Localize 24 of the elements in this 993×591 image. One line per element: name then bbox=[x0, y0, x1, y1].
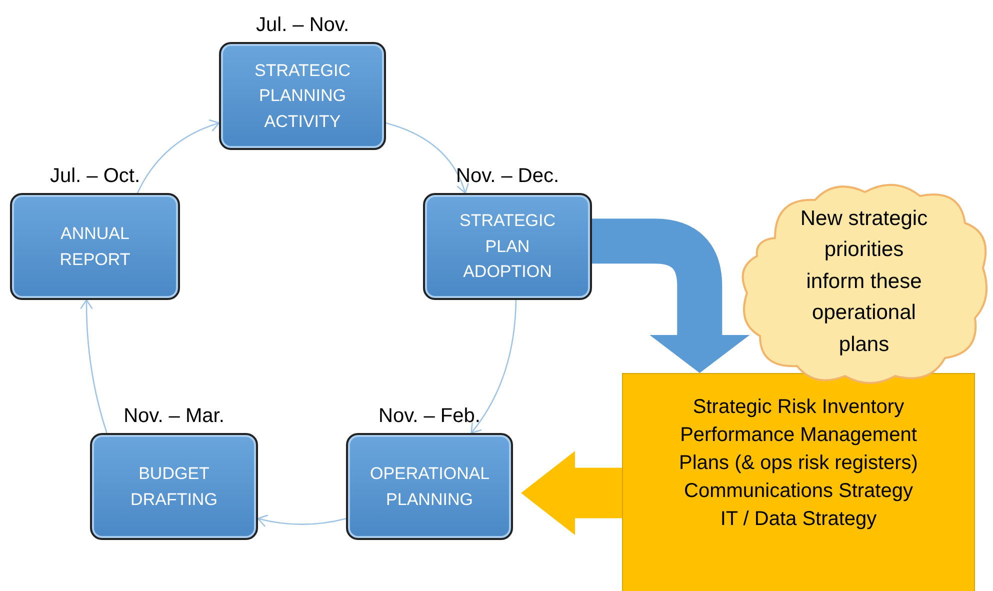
node-text: IT / Data Strategy bbox=[720, 507, 877, 532]
date-range: Jul. – Oct. bbox=[48, 164, 142, 189]
arrow bbox=[470, 300, 517, 434]
node-text: OPERATIONAL PLANNING bbox=[370, 463, 490, 510]
node-text: ANNUAL REPORT bbox=[58, 223, 132, 270]
arrow bbox=[136, 120, 220, 194]
block-arrow bbox=[592, 218, 750, 373]
arrow bbox=[257, 514, 346, 528]
node-text: STRATEGIC PLANNING ACTIVITY bbox=[253, 60, 352, 133]
node-text: Communications Strategy bbox=[684, 479, 913, 504]
date-range: Nov. – Feb. bbox=[378, 404, 482, 429]
node-text: BUDGET DRAFTING bbox=[130, 463, 218, 510]
date-range: Nov. – Mar. bbox=[122, 404, 226, 429]
arrow bbox=[386, 122, 469, 194]
date-range: Jul. – Nov. bbox=[255, 13, 350, 38]
arrow bbox=[80, 299, 108, 434]
date-range: Nov. – Dec. bbox=[455, 164, 560, 189]
node-text: Performance Management bbox=[680, 423, 917, 448]
node-text: Strategic Risk Inventory bbox=[692, 395, 904, 420]
plan-box bbox=[622, 373, 975, 591]
node-text: Plans (& ops risk registers) bbox=[679, 451, 918, 476]
node-text: STRATEGIC PLAN ADOPTION bbox=[458, 210, 557, 284]
node-text: New strategic priorities inform these operational plans bbox=[799, 206, 929, 358]
block-arrow bbox=[521, 451, 622, 535]
